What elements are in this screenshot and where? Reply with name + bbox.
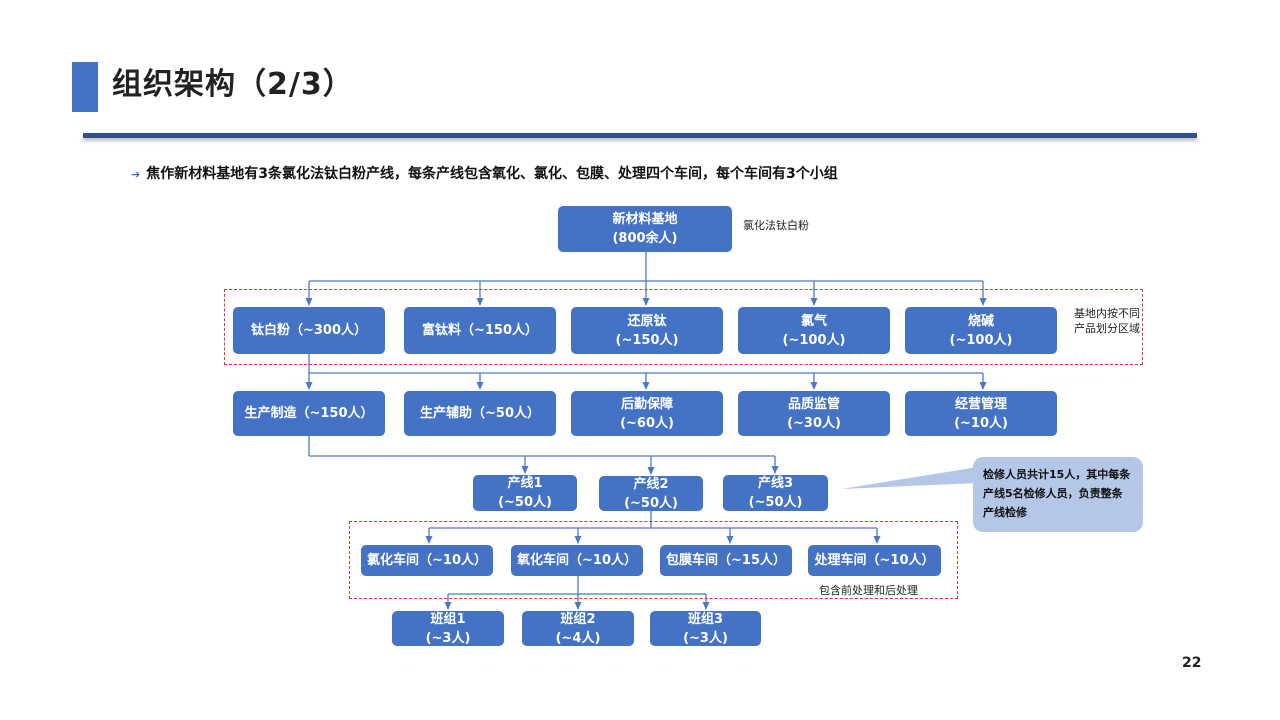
subtitle: ➔ 焦作新材料基地有3条氯化法钛白粉产线，每条产线包含氧化、氯化、包膜、处理四个车… [131,164,838,185]
team-node-2[interactable]: 班组2 (~4人) [522,611,634,646]
function-count: (~10人) [954,415,1008,431]
line-node-1[interactable]: 产线1 (~50人) [473,475,577,511]
line-count: (~50人) [624,495,678,511]
product-node-titanium-dioxide[interactable]: 钛白粉（~300人） [233,307,385,354]
workshop-node-coating[interactable]: 包膜车间（~15人） [660,545,792,576]
line-name: 产线1 [507,476,543,491]
workshops-note: 包含前处理和后处理 [819,584,918,597]
workshop-name: 处理车间（~10人） [814,553,935,568]
function-node-management[interactable]: 经营管理 (~10人) [905,391,1057,436]
team-name: 班组1 [430,611,466,627]
line-node-2[interactable]: 产线2 (~50人) [599,476,703,511]
function-name: 生产制造（~150人） [244,406,374,421]
function-name: 品质监管 [787,396,840,412]
subtitle-text: 焦作新材料基地有3条氯化法钛白粉产线，每条产线包含氧化、氯化、包膜、处理四个车间… [146,166,838,182]
function-node-production-support[interactable]: 生产辅助（~50人） [404,391,556,436]
product-node-chlorine[interactable]: 氯气 (~100人) [738,307,890,354]
function-count: (~30人) [787,415,841,431]
products-group-frame [224,289,1143,365]
team-count: (~3人) [425,630,471,646]
title-underline [83,133,1197,138]
root-count: (800余人) [612,231,678,246]
line-name: 产线3 [757,476,794,491]
maintenance-callout: 检修人员共计15人，其中每条产线5名检修人员，负责整条产线检修 [973,457,1143,532]
title-accent-bar [72,62,98,112]
products-note: 基地内按不同产品划分区域 [1074,307,1140,335]
function-node-logistics[interactable]: 后勤保障 (~60人) [571,391,723,436]
product-name: 还原钛 [627,313,667,329]
workshop-name: 氯化车间（~10人） [367,553,487,568]
root-node[interactable]: 新材料基地 (800余人) [558,206,732,252]
product-node-reduced-titanium[interactable]: 还原钛 (~150人) [571,307,723,354]
product-name: 富钛料（~150人） [421,323,539,338]
workshop-node-treatment[interactable]: 处理车间（~10人） [808,545,941,576]
workshop-node-oxidation[interactable]: 氧化车间（~10人） [511,545,643,576]
team-count: (~3人) [683,630,728,646]
page-number: 22 [1182,655,1202,671]
line-count: (~50人) [748,495,803,510]
product-count: (~100人) [782,332,846,348]
team-node-1[interactable]: 班组1 (~3人) [392,611,504,646]
line-name: 产线2 [633,476,669,492]
product-name: 烧碱 [967,313,994,329]
root-name: 新材料基地 [612,212,678,227]
product-name: 氯气 [800,313,827,329]
team-name: 班组3 [687,611,724,627]
function-name: 后勤保障 [620,396,673,412]
root-note: 氯化法钛白粉 [743,219,809,232]
workshop-name: 包膜车间（~15人） [666,553,786,568]
team-name: 班组2 [560,611,596,627]
team-node-3[interactable]: 班组3 (~3人) [650,611,761,646]
function-name: 经营管理 [954,396,1007,412]
function-name: 生产辅助（~50人） [420,406,540,421]
arrow-right-icon: ➔ [131,168,141,181]
product-count: (~150人) [615,332,679,348]
line-count: (~50人) [498,495,552,510]
function-count: (~60人) [620,415,674,431]
callout-pointer [841,467,978,489]
line-node-3[interactable]: 产线3 (~50人) [723,475,828,511]
product-count: (~100人) [949,332,1013,348]
workshop-node-chlorination[interactable]: 氯化车间（~10人） [361,545,493,576]
product-node-caustic-soda[interactable]: 烧碱 (~100人) [905,307,1057,354]
team-count: (~4人) [555,630,601,646]
workshops-group-frame [349,521,958,599]
function-node-quality[interactable]: 品质监管 (~30人) [738,391,890,436]
page-title: 组织架构（2/3） [112,67,354,102]
product-node-rich-titanium[interactable]: 富钛料（~150人） [404,307,556,354]
product-name: 钛白粉（~300人） [250,323,368,338]
workshop-name: 氧化车间（~10人） [517,553,637,568]
function-node-manufacturing[interactable]: 生产制造（~150人） [233,391,385,436]
